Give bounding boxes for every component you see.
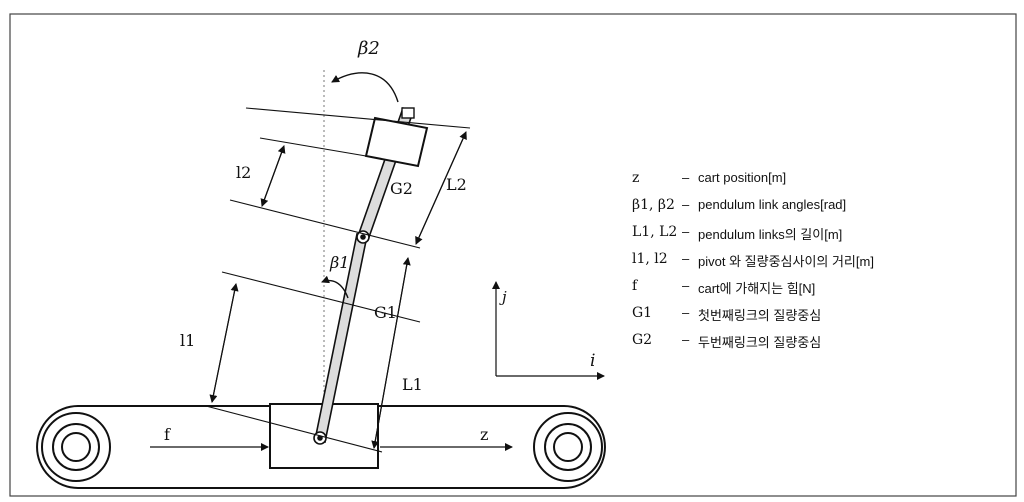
label-L1: L1 — [402, 375, 423, 394]
legend-dash: – — [682, 305, 690, 320]
pivot-joint-cart — [313, 431, 327, 445]
legend-symbol: β1, β2 — [632, 197, 675, 213]
legend-dash: – — [682, 278, 690, 293]
legend-symbol: f — [632, 278, 638, 294]
label-L2: L2 — [446, 175, 467, 194]
frame-border — [9, 13, 1017, 497]
link-2-tip — [401, 107, 415, 119]
legend-text: 두번째링크의 질량중심 — [698, 335, 822, 350]
legend-symbol: z — [632, 170, 640, 186]
legend-text: cart position[m] — [698, 170, 787, 185]
legend-symbol: G1 — [632, 305, 653, 321]
legend-text: pendulum links의 길이[m] — [698, 227, 843, 242]
label-beta1: β1 — [329, 253, 349, 272]
perpendicular-guide-lines — [205, 107, 471, 453]
label-i: i — [590, 351, 595, 371]
legend-dash: – — [682, 224, 690, 239]
beta1-angle-arc — [321, 275, 349, 299]
legend-symbol: L1, L2 — [632, 224, 678, 240]
legend-dash: – — [682, 332, 690, 347]
label-j: j — [499, 288, 507, 306]
label-z: z — [480, 425, 488, 444]
right-pulley — [533, 412, 603, 482]
label-G2: G2 — [390, 179, 413, 198]
legend-dash: – — [682, 197, 690, 212]
left-pulley — [41, 412, 111, 482]
label-f: f — [164, 425, 171, 444]
legend-symbol: l1, l2 — [632, 251, 668, 267]
legend-symbol: G2 — [632, 332, 653, 348]
label-G1: G1 — [374, 303, 397, 322]
label-beta2: β2 — [357, 38, 380, 59]
label-l1: l1 — [180, 331, 195, 350]
legend-dash: – — [682, 251, 690, 266]
legend-dash: – — [682, 170, 690, 185]
legend-text: pendulum link angles[rad] — [698, 197, 847, 212]
label-l2: l2 — [236, 163, 251, 182]
legend-text: 첫번째링크의 질량중심 — [698, 308, 822, 323]
legend-text: pivot 와 질량중심사이의 거리[m] — [698, 254, 874, 269]
dimension-arrows — [209, 131, 467, 449]
mass-block — [364, 116, 429, 168]
legend-text: cart에 가해지는 힘[N] — [698, 281, 816, 296]
beta2-angle-arc — [331, 72, 399, 103]
